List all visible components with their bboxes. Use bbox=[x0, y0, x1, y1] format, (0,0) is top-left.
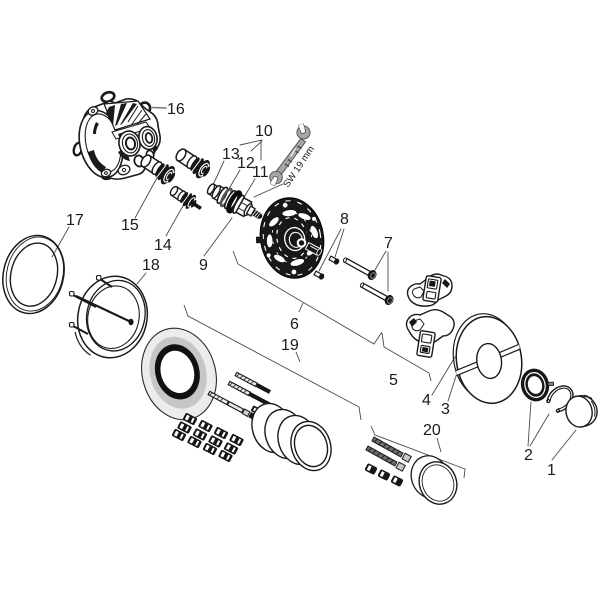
svg-text:14: 14 bbox=[154, 237, 172, 254]
svg-text:6: 6 bbox=[290, 316, 299, 333]
svg-text:7: 7 bbox=[384, 235, 393, 252]
svg-text:5: 5 bbox=[389, 372, 398, 389]
svg-text:8: 8 bbox=[340, 211, 349, 228]
svg-text:3: 3 bbox=[441, 401, 450, 418]
svg-text:16: 16 bbox=[167, 101, 185, 118]
svg-text:20: 20 bbox=[423, 422, 441, 439]
svg-text:2: 2 bbox=[524, 447, 533, 464]
svg-text:4: 4 bbox=[422, 392, 431, 409]
svg-text:9: 9 bbox=[199, 257, 208, 274]
svg-text:10: 10 bbox=[255, 123, 273, 140]
svg-text:1: 1 bbox=[547, 462, 556, 479]
svg-text:17: 17 bbox=[66, 212, 84, 229]
svg-text:15: 15 bbox=[121, 217, 139, 234]
svg-text:18: 18 bbox=[142, 257, 160, 274]
svg-text:12: 12 bbox=[237, 155, 255, 172]
svg-text:11: 11 bbox=[252, 164, 269, 181]
svg-text:13: 13 bbox=[222, 146, 240, 163]
svg-text:19: 19 bbox=[281, 337, 299, 354]
